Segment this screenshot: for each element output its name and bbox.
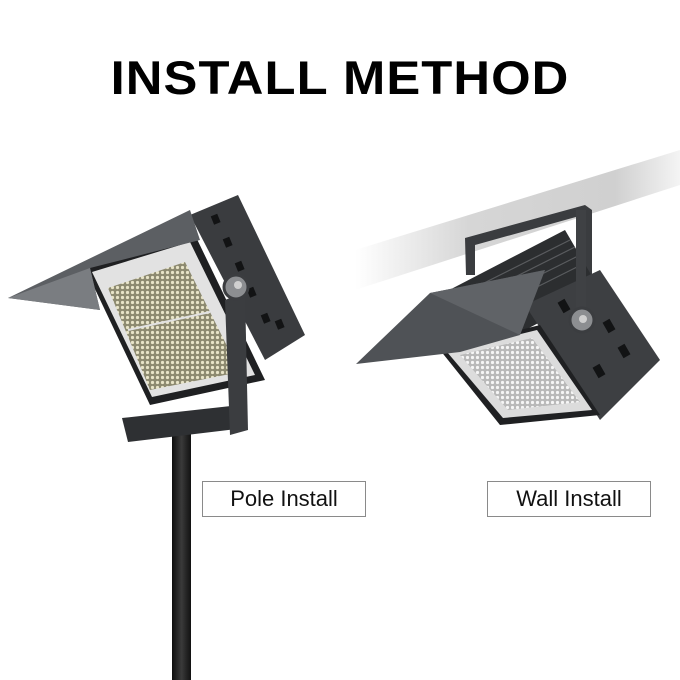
wall-surface <box>355 150 680 290</box>
pole-install-label: Pole Install <box>202 481 366 517</box>
led-panel <box>460 338 580 410</box>
pole-fixture <box>8 195 305 680</box>
wall-fixture <box>356 205 660 425</box>
wall-install-label: Wall Install <box>487 481 651 517</box>
page-title: INSTALL METHOD <box>110 51 570 104</box>
led-panel <box>108 262 240 390</box>
pole <box>172 425 191 680</box>
